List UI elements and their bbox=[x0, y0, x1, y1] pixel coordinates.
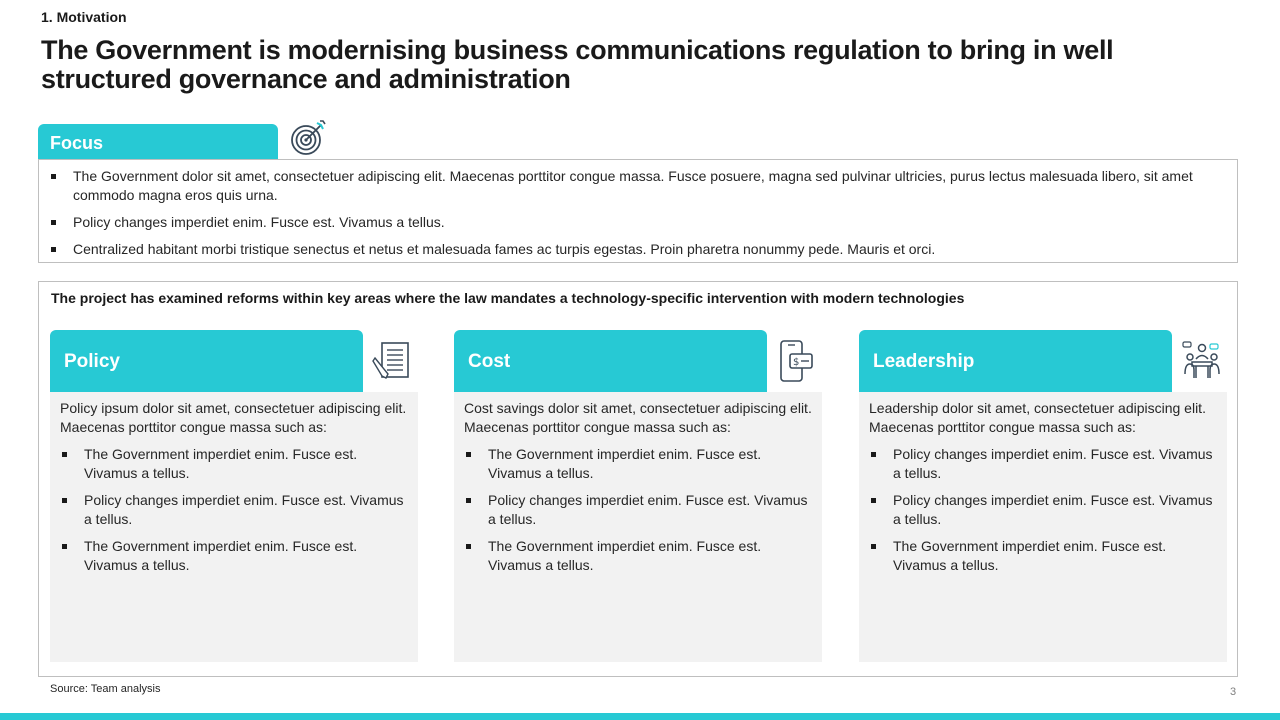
cost-intro: Cost savings dolor sit amet, consectetue… bbox=[464, 400, 812, 435]
bottom-accent-bar bbox=[0, 713, 1280, 720]
page-number: 3 bbox=[1230, 686, 1237, 698]
policy-header: Policy bbox=[50, 330, 363, 392]
team-meeting-icon bbox=[1182, 341, 1220, 378]
focus-tab: Focus bbox=[38, 124, 278, 160]
policy-bullet: Policy changes imperdiet enim. Fusce est… bbox=[60, 491, 408, 529]
document-pen-icon bbox=[372, 342, 409, 379]
focus-bullet-list: The Government dolor sit amet, consectet… bbox=[39, 160, 1237, 259]
focus-bullet: The Government dolor sit amet, consectet… bbox=[51, 167, 1217, 205]
leadership-bullet: Policy changes imperdiet enim. Fusce est… bbox=[869, 491, 1217, 529]
cost-bullet-list: The Government imperdiet enim. Fusce est… bbox=[454, 445, 822, 575]
leadership-intro: Leadership dolor sit amet, consectetuer … bbox=[869, 400, 1206, 435]
focus-bullet: Centralized habitant morbi tristique sen… bbox=[51, 240, 1217, 259]
cost-header: Cost bbox=[454, 330, 767, 392]
cost-bullet: The Government imperdiet enim. Fusce est… bbox=[464, 445, 812, 483]
focus-tab-label: Focus bbox=[50, 133, 104, 153]
leadership-title: Leadership bbox=[873, 351, 975, 372]
cost-column: Cost $ Cost savings dolor sit amet, cons… bbox=[454, 330, 822, 662]
phone-payment-icon: $ bbox=[780, 340, 813, 382]
leadership-bullet: Policy changes imperdiet enim. Fusce est… bbox=[869, 445, 1217, 483]
cost-bullet: Policy changes imperdiet enim. Fusce est… bbox=[464, 491, 812, 529]
section-label: 1. Motivation bbox=[41, 9, 127, 25]
cost-body: Cost savings dolor sit amet, consectetue… bbox=[454, 392, 822, 662]
policy-title: Policy bbox=[64, 351, 120, 372]
leadership-bullet-list: Policy changes imperdiet enim. Fusce est… bbox=[859, 445, 1227, 575]
leadership-header: Leadership bbox=[859, 330, 1172, 392]
policy-bullet: The Government imperdiet enim. Fusce est… bbox=[60, 537, 408, 575]
project-box: The project has examined reforms within … bbox=[38, 281, 1238, 677]
policy-column: Policy Policy ipsum dolor sit amet, cons… bbox=[50, 330, 418, 662]
project-heading: The project has examined reforms within … bbox=[51, 290, 965, 306]
policy-intro: Policy ipsum dolor sit amet, consectetue… bbox=[60, 400, 407, 435]
policy-bullet-list: The Government imperdiet enim. Fusce est… bbox=[50, 445, 418, 575]
cost-bullet: The Government imperdiet enim. Fusce est… bbox=[464, 537, 812, 575]
cost-title: Cost bbox=[468, 351, 511, 372]
policy-body: Policy ipsum dolor sit amet, consectetue… bbox=[50, 392, 418, 662]
leadership-body: Leadership dolor sit amet, consectetuer … bbox=[859, 392, 1227, 662]
policy-bullet: The Government imperdiet enim. Fusce est… bbox=[60, 445, 408, 483]
page-title: The Government is modernising business c… bbox=[41, 35, 1114, 94]
svg-text:$: $ bbox=[793, 357, 799, 368]
leadership-bullet: The Government imperdiet enim. Fusce est… bbox=[869, 537, 1217, 575]
source-note: Source: Team analysis bbox=[50, 683, 161, 695]
leadership-column: Leadership Leadership dolor sit amet, co… bbox=[859, 330, 1227, 662]
focus-box: The Government dolor sit amet, consectet… bbox=[38, 159, 1238, 263]
focus-bullet: Policy changes imperdiet enim. Fusce est… bbox=[51, 213, 1217, 232]
target-icon bbox=[291, 120, 326, 155]
